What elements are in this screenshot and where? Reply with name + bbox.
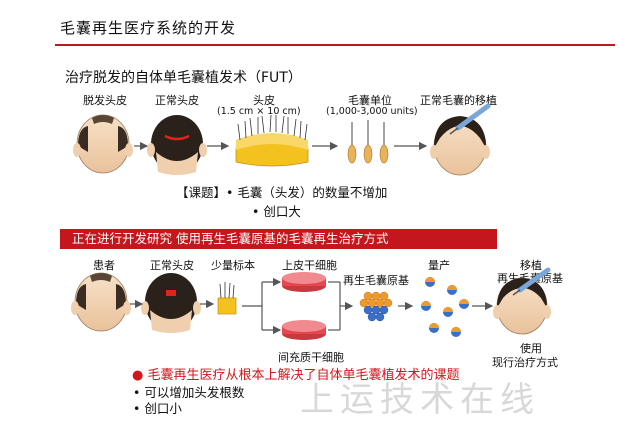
label-mesenchymal-stem-cells: 间充质干细胞 [278, 351, 344, 364]
bald-head-icon [73, 114, 133, 174]
scalp-strip-icon [235, 114, 309, 167]
normal-scalp-head-icon [147, 115, 207, 175]
issue-point-wound: • 创口大 [252, 204, 301, 219]
label-follicular-unit: 毛囊单位 [348, 94, 392, 107]
label-scalp-size: (1.5 cm × 10 cm) [217, 106, 301, 117]
patient-head-icon [71, 272, 131, 332]
research-banner: 正在进行开发研究 使用再生毛囊原基的毛囊再生治疗方式 [60, 229, 497, 249]
regen-transplant-head-icon [493, 267, 551, 335]
label-regen-normal-scalp: 正常头皮 [150, 259, 194, 272]
small-sample-icon [217, 282, 237, 315]
label-current-method: 现行治疗方式 [492, 356, 558, 369]
issue-point-count: • 毛囊（头发）的数量不增加 [226, 185, 388, 200]
regen-normal-scalp-head-icon [141, 273, 201, 333]
page-title: 毛囊再生医疗系统的开发 [60, 19, 237, 37]
summary-point-more-hair: • 可以增加头发根数 [133, 385, 245, 400]
label-patient: 患者 [93, 259, 115, 272]
watermark: 上运技术在线 [300, 380, 540, 420]
title-divider [55, 44, 615, 46]
label-small-sample: 少量标本 [211, 259, 255, 272]
summary-point-small-wound: • 创口小 [133, 401, 182, 416]
label-normal-scalp: 正常头皮 [155, 94, 199, 107]
fut-subtitle: 治疗脱发的自体单毛囊植发术（FUT） [65, 70, 302, 86]
fut-transplant-head-icon [430, 103, 491, 176]
label-transplant: 正常毛囊的移植 [420, 94, 497, 107]
mass-production-germs-icon [421, 277, 469, 337]
label-use: 使用 [520, 342, 542, 355]
regen-germ-cluster-icon [359, 291, 393, 322]
epithelial-culture-dish-icon [282, 272, 326, 292]
label-mass-production: 量产 [428, 259, 450, 272]
label-unit-count: (1,000-3,000 units) [326, 106, 418, 117]
follicular-units-icon [347, 120, 389, 164]
issue-heading: 【课题】 [176, 185, 227, 200]
summary-headline: ● 毛囊再生医疗从根本上解决了自体单毛囊植发术的课题 [132, 368, 460, 383]
mesenchymal-culture-dish-icon [282, 320, 326, 340]
summary-headline-text: 毛囊再生医疗从根本上解决了自体单毛囊植发术的课题 [147, 368, 460, 383]
label-transplant-top: 移植 [520, 259, 542, 272]
label-bald-scalp: 脱发头皮 [83, 94, 127, 107]
label-epithelial-stem-cells: 上皮干细胞 [282, 259, 337, 272]
split-bracket [242, 277, 354, 335]
label-regen-germ: 再生毛囊原基 [343, 274, 409, 287]
label-scalp: 头皮 [253, 94, 275, 107]
